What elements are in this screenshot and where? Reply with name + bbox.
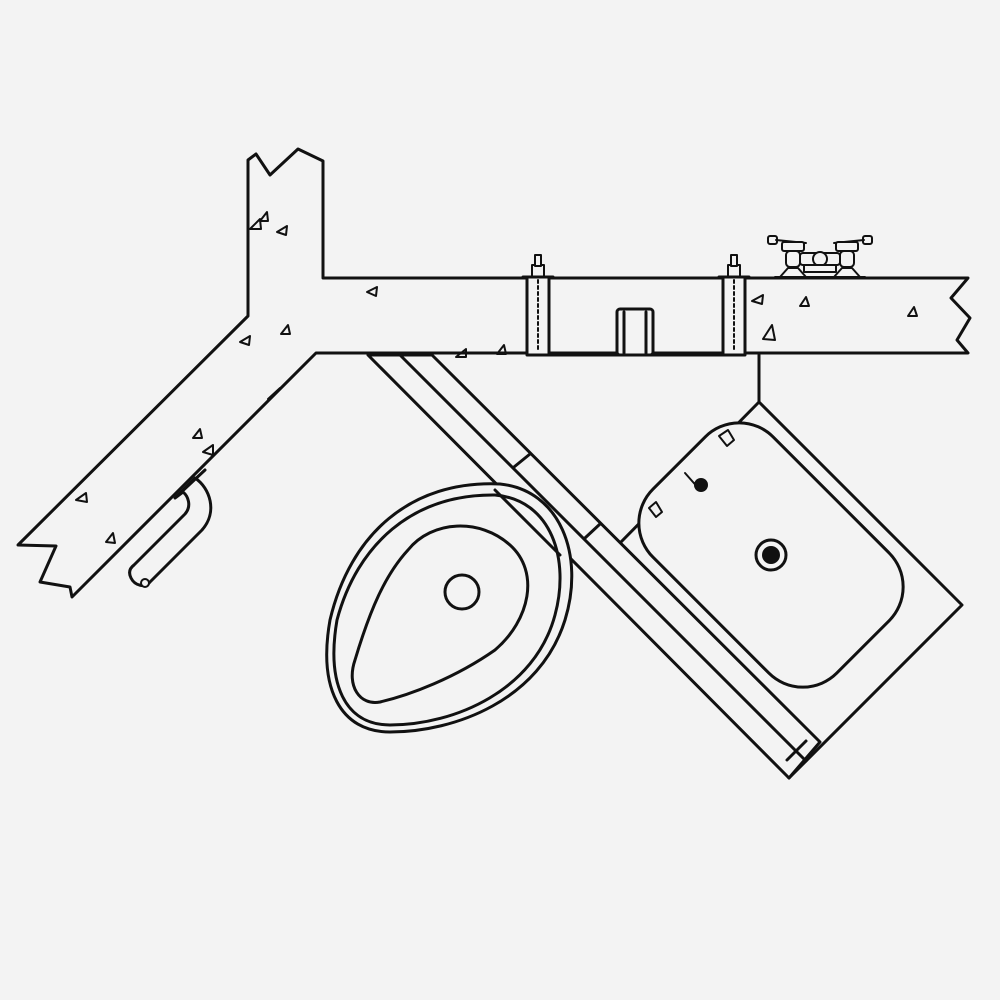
anchor-bolt-left [521, 254, 555, 357]
anchor-bolt-right [717, 254, 751, 357]
grab-handle [128, 468, 213, 588]
rectangular-sink [618, 400, 964, 780]
wall-bracket-bar [366, 353, 822, 780]
drain-plug [762, 546, 780, 564]
mounting-bracket [543, 307, 727, 357]
concrete-wall-section [16, 147, 972, 599]
oval-basin [325, 482, 574, 734]
aggregate-marks [75, 211, 918, 544]
basin-drain [443, 573, 481, 611]
basin-inner-rim [332, 493, 562, 727]
basin-bowl [350, 524, 530, 704]
bracket-bar-outer [366, 353, 822, 780]
mixing-valve [767, 235, 873, 278]
wall-outline [16, 147, 972, 599]
